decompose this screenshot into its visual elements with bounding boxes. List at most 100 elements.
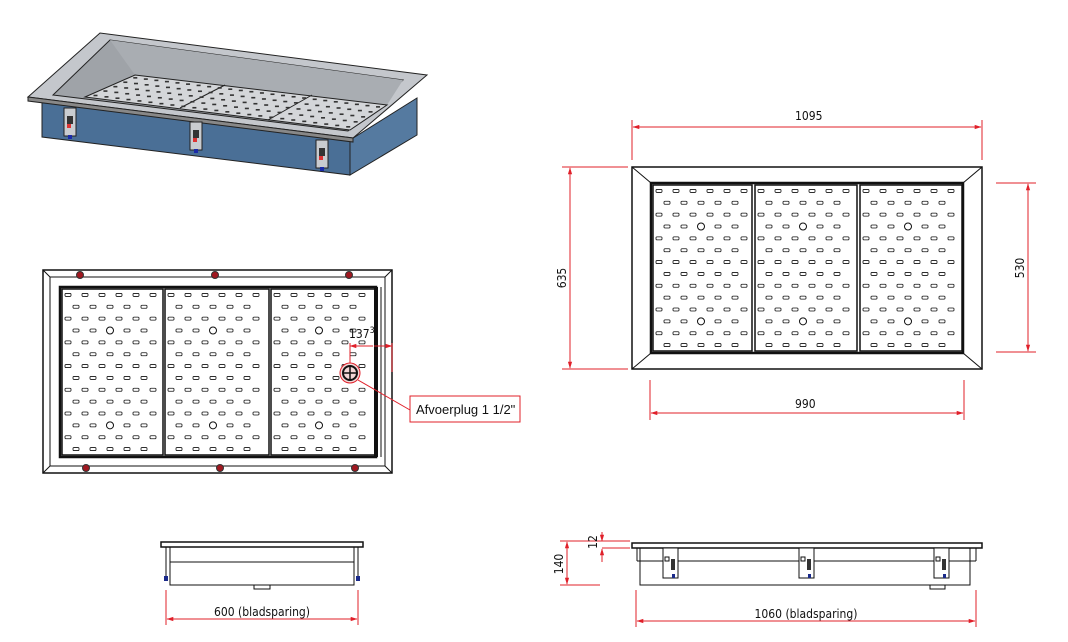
perforation-slot [273,340,281,345]
perforation-slot [209,399,217,404]
perforation-slot [663,200,671,205]
perforation-slot [757,283,765,288]
iso-slot [197,90,202,93]
iso-slot [126,98,131,101]
iso-slot [225,111,230,113]
perforation-slot [697,272,705,276]
perforation-slot [714,224,722,229]
perforation-slot [235,387,243,392]
iso-slot [134,88,139,91]
inner-width-label: 990 [795,397,816,411]
iso-slot [255,108,260,111]
perforation-slot [201,364,209,368]
iso-slot [318,110,323,113]
inner-back-wall [110,40,403,105]
iso-slot [264,104,269,106]
iso-slot [323,99,328,102]
perforation-slot [72,352,80,357]
perforation-slot [913,212,921,217]
iso-slot [249,90,254,93]
iso-slot [210,97,215,100]
perforation-slot [938,200,946,205]
valve [67,116,73,124]
perforation-slot [218,435,226,440]
perforation-slot [904,343,912,347]
iso-slot [136,94,141,96]
perforation-slot [64,387,72,392]
perforation-slot [714,343,722,347]
perforation-slot [349,352,357,357]
perforation-slot [706,212,714,217]
overall-depth-label: 635 [555,268,569,289]
iso-slot [192,106,197,109]
perforation-slot [98,340,106,345]
perforation-slot [64,340,72,345]
perforation-slot [341,387,349,392]
plan-view [42,269,521,474]
iso-slot [207,85,212,88]
perforation-slot [816,224,824,229]
perforation-slot [808,189,816,193]
perforation-slot [655,212,663,217]
iso-slot [293,102,298,104]
perforation-slot [315,399,323,404]
perforation-slot [672,212,680,217]
perforation-slot [358,387,366,392]
perforation-slot [81,340,89,345]
perforation-slot [714,272,722,276]
perforation-slot [243,304,251,309]
rim-thickness-label: 12 [586,535,600,549]
perforation-slot [842,307,850,312]
drain-plug-callout: Afvoerplug 1 1/2" [416,402,516,417]
perforation-slot [201,293,209,297]
perforation-slot [782,248,790,253]
perforation-slot [358,435,366,440]
perforation-slot [938,248,946,253]
iso-slot [342,119,347,122]
iso-slot [354,103,359,106]
perforation-slot [672,307,680,312]
iso-slot [115,97,120,100]
perforation-slot [655,307,663,312]
perforation-slot [341,293,349,297]
perforation-slot [315,376,323,380]
perforation-slot [913,331,921,336]
perforation-slot [757,212,765,217]
perforation-slot [774,283,782,288]
perforation-slot [98,435,106,440]
perforation-slot [731,343,739,347]
perforation-slot [833,200,841,205]
perforation-slot [226,328,234,333]
perforation-slot [123,352,131,357]
iso-slot [368,111,373,113]
iso-slot [270,93,275,96]
drain-offset-label: 1373 [349,326,375,341]
perforation-slot [723,260,731,264]
perforation-slot [697,295,705,300]
valve-bracket [662,547,679,579]
iso-slot [196,84,201,87]
perforation-slot [324,411,332,416]
perforation-slot [913,260,921,264]
perforation-slot [358,293,366,297]
iso-slot [168,98,173,100]
iso-perforations [93,77,381,128]
perforation-slot [930,189,938,193]
perforation-slot [98,387,106,392]
perforation-slot [663,319,671,324]
side-view-long [560,532,983,627]
perforation-slot [799,200,807,205]
valve-tap [808,574,811,578]
perforation-slot [791,307,799,312]
perforation-slot [799,295,807,300]
perforation-slot [782,200,790,205]
perforation-slot [290,316,298,321]
perforation-slot [663,224,671,229]
perforation-slot [140,376,148,380]
perforation-slot [106,376,114,380]
perforation-slot [341,316,349,321]
perforation-slot [879,331,887,336]
perforation-slot [930,212,938,217]
valve-marker [67,124,71,128]
